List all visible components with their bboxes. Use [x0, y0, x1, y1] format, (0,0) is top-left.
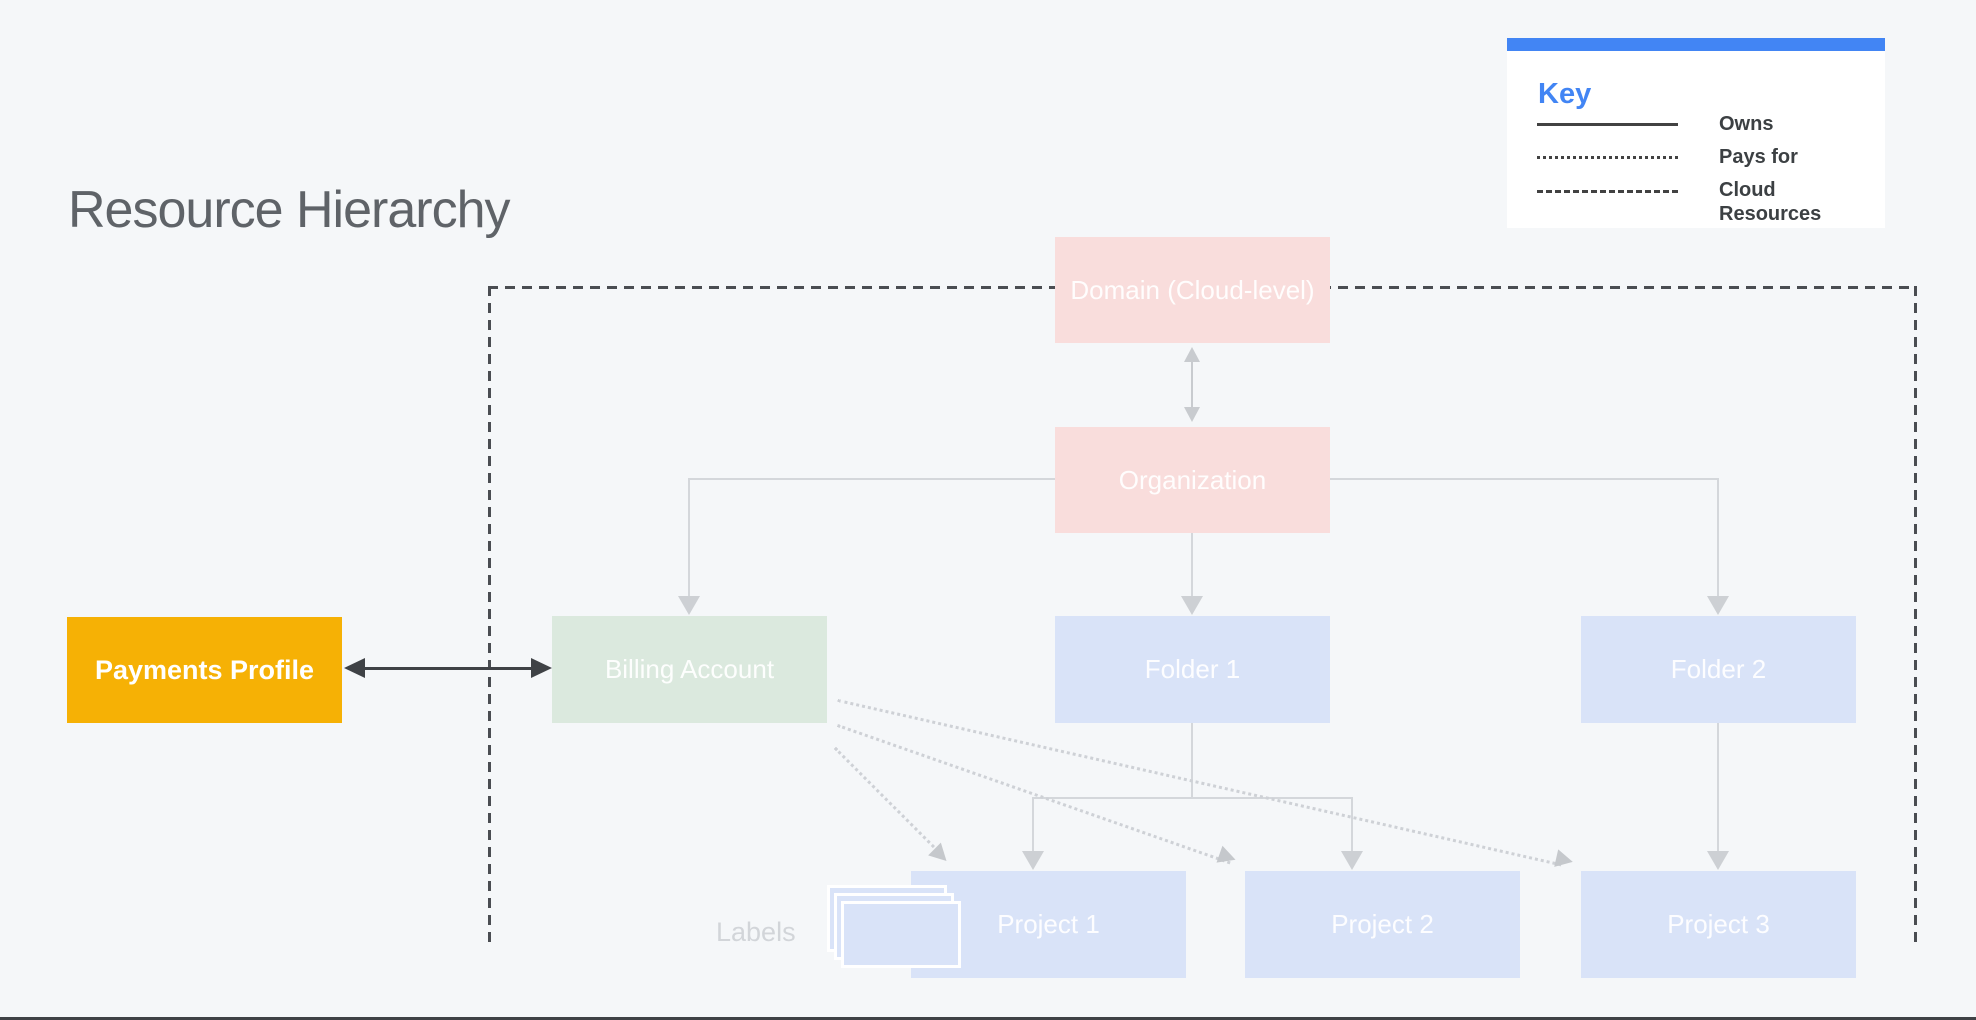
node-folder-2-label: Folder 2 [1670, 654, 1767, 684]
payments-arrowhead-left [344, 658, 365, 678]
payments-arrowhead-right [531, 658, 552, 678]
window-bottom-edge [0, 1017, 1976, 1020]
organization-folder2-vline [1717, 478, 1719, 598]
node-folder-2: Folder 2 [1581, 616, 1856, 723]
node-domain: Domain (Cloud-level) [1055, 237, 1330, 343]
payments-billing-line [360, 667, 536, 670]
legend-accent-bar [1507, 38, 1885, 51]
solid-line-icon [1537, 123, 1678, 126]
dotted-arrowhead-project2 [1216, 845, 1239, 869]
node-billing-account: Billing Account [552, 616, 827, 723]
legend-label-pays-for: Pays for [1719, 146, 1798, 168]
dashed-line-icon [1537, 190, 1678, 193]
cloud-boundary-right [1914, 286, 1917, 942]
node-project-3: Project 3 [1581, 871, 1856, 978]
folder1-project2-vline [1351, 797, 1353, 853]
node-organization: Organization [1055, 427, 1330, 533]
node-payments-profile: Payments Profile [67, 617, 342, 723]
legend: Key Owns Pays for Cloud Resources [1507, 38, 1885, 228]
arrowhead-project2 [1341, 851, 1363, 870]
node-project-1-label: Project 1 [997, 909, 1100, 939]
node-domain-label: Domain (Cloud-level) [1070, 274, 1315, 305]
cloud-boundary-left [488, 286, 491, 942]
node-project-2: Project 2 [1245, 871, 1520, 978]
organization-folder2-hline [1330, 478, 1718, 480]
pays-for-line-project3 [837, 699, 1562, 867]
node-project-2-label: Project 2 [1331, 909, 1434, 939]
legend-label-cloud-resources: Cloud Resources [1719, 179, 1822, 225]
legend-label-owns: Owns [1719, 113, 1774, 135]
node-project-3-label: Project 3 [1667, 909, 1770, 939]
arrowhead-project3 [1707, 851, 1729, 870]
arrowhead-project1 [1022, 851, 1044, 870]
folder2-project3-vline [1717, 723, 1719, 853]
node-payments-profile-label: Payments Profile [94, 654, 315, 685]
node-organization-label: Organization [1118, 464, 1267, 495]
folder1-project1-vline [1032, 797, 1034, 853]
node-folder-1: Folder 1 [1055, 616, 1330, 723]
pays-for-line-project1 [833, 747, 944, 857]
arrowhead-down-organization [1184, 407, 1200, 422]
organization-billing-hline [689, 478, 1055, 480]
domain-organization-line [1191, 356, 1193, 414]
labels-caption: Labels [716, 917, 796, 947]
node-billing-account-label: Billing Account [604, 654, 775, 684]
dotted-arrowhead-project3 [1554, 849, 1575, 871]
arrowhead-billing-account [678, 596, 700, 615]
arrowhead-up-domain [1184, 347, 1200, 362]
node-folder-1-label: Folder 1 [1144, 654, 1241, 684]
legend-heading: Key [1538, 78, 1592, 110]
arrowhead-folder1 [1181, 596, 1203, 615]
folder1-tbar-hline [1033, 797, 1353, 799]
arrowhead-folder2 [1707, 596, 1729, 615]
organization-folder1-vline [1191, 533, 1193, 597]
organization-billing-vline [688, 478, 690, 598]
folder1-stem-vline [1191, 723, 1193, 799]
dotted-line-icon [1537, 156, 1678, 159]
labels-stack-icon [841, 901, 961, 968]
page-title: Resource Hierarchy [68, 181, 510, 239]
